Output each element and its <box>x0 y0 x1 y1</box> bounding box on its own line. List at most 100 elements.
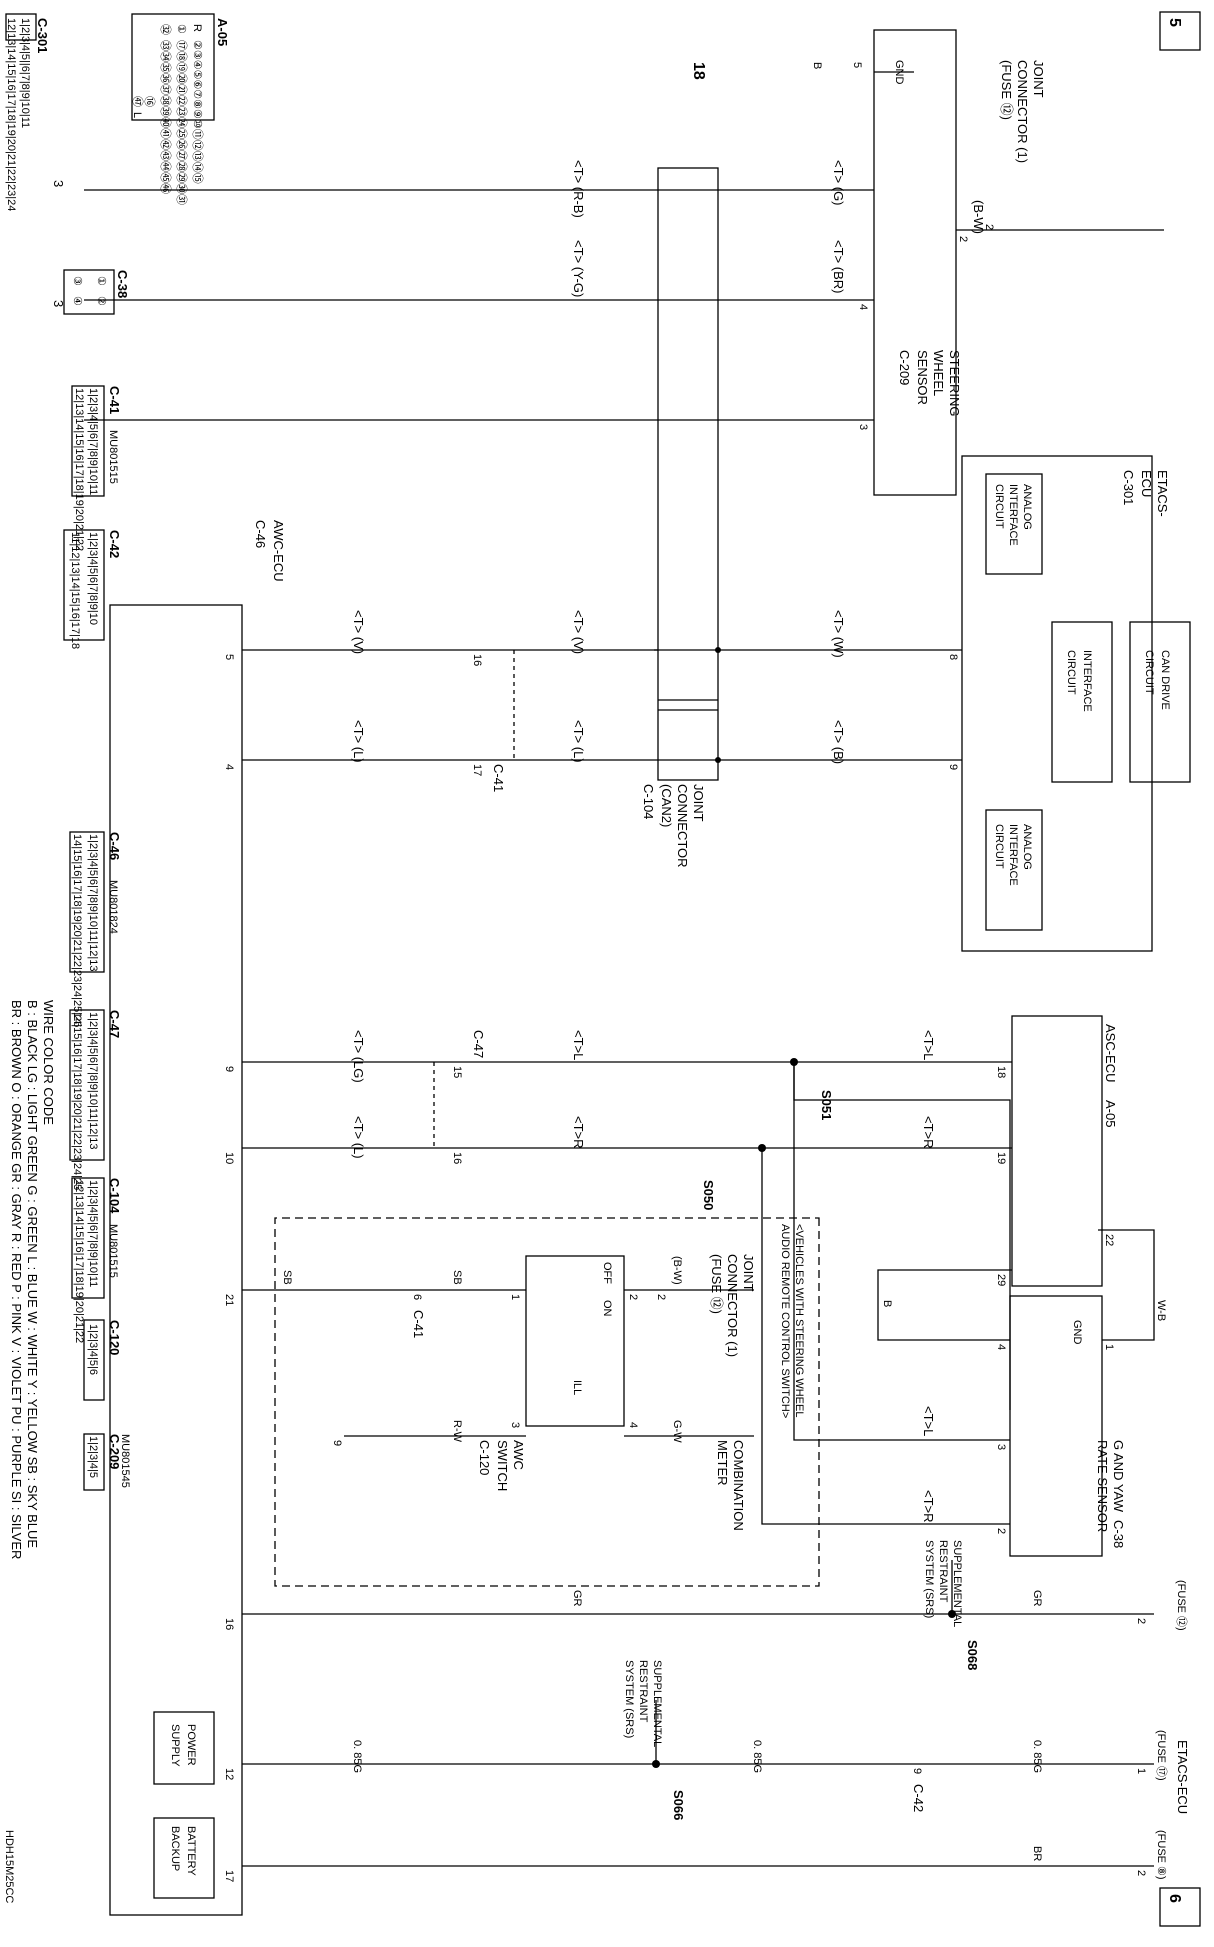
legend-c41-id: C-41 <box>107 386 122 414</box>
gyaw-tr: <T>R <box>921 1490 936 1523</box>
wire-label-085g-2: 0. 85G <box>751 1740 763 1773</box>
jc1b-pin: 2 <box>655 1294 667 1300</box>
wire-label-sb-2: SB <box>281 1270 293 1285</box>
wire-label-t-lg: <T> (LG) <box>351 1030 366 1083</box>
pin-6: 6 <box>411 1294 423 1300</box>
legend-c46-id: C-46 <box>107 832 122 860</box>
legend-c46-row-1: 14|15|16|17|18|19|20|21|22|23|24|25|26 <box>71 834 83 1027</box>
wire-label-t-l3: <T> (L) <box>351 1116 366 1159</box>
legend-a05-left-1: ① <box>175 24 187 34</box>
wire-b-asc-gyaw <box>877 1269 1012 1341</box>
gyaw-tl: <T>L <box>921 1406 936 1436</box>
legend-c38-pin-1: ① <box>95 276 107 286</box>
sws-pin-4: 4 <box>857 304 869 310</box>
sws-gnd-id: 18 <box>690 62 707 80</box>
power-supply-line-2: SUPPLY <box>169 1724 181 1767</box>
fuse-12-label: (FUSE ⑫) <box>1175 1580 1188 1631</box>
splice-s068: S068 <box>965 1640 980 1670</box>
awc-pin-4: 4 <box>223 764 235 770</box>
wire-label-085g-1: 0. 85G <box>1031 1740 1043 1773</box>
legend-c301-row-1: 12|13|14|15|16|17|18|19|20|21|22|23|24 <box>5 18 17 211</box>
legend-c120-box <box>83 1319 105 1401</box>
can-drive-line-2: CIRCUIT <box>1143 650 1155 695</box>
wire-label-br: BR <box>1031 1846 1043 1861</box>
awc-pin-21: 21 <box>223 1294 235 1306</box>
legend-c42-box <box>63 529 105 641</box>
image-code: HDH15M25CC <box>3 1830 15 1903</box>
meter-wire-gw: G-W <box>671 1420 683 1443</box>
jc1b-line-2: CONNECTOR (1) <box>725 1254 740 1357</box>
wire-label-085g-3: 0. 85G <box>351 1740 363 1773</box>
srs2-line-1: SUPPLEMENTAL <box>651 1660 663 1747</box>
jc1-line-3: (FUSE ⑫) <box>999 60 1014 120</box>
srs2-line-2: RESTRAINT <box>637 1660 649 1723</box>
legend-a05-id: A-05 <box>215 18 230 46</box>
splice-dot-s066 <box>652 1760 660 1768</box>
sws-line-3: SENSOR <box>915 350 930 405</box>
splice-dot-s050 <box>758 1144 766 1152</box>
joint-connector-can2-box <box>657 167 719 781</box>
wire-color-code-line-1: B : BLACK LG : LIGHT GREEN G : GREEN L :… <box>25 1000 40 1548</box>
legend-c41-part: MU801515 <box>107 430 119 484</box>
analog1-line-1: ANALOG <box>1021 484 1033 530</box>
jc1-line-1: JOINT <box>1031 60 1046 98</box>
analog2-line-3: CIRCUIT <box>993 824 1005 869</box>
legend-c47-row-1: 14|15|16|17|18|19|20|21|22|23|24|25 <box>71 1012 83 1190</box>
awc-switch-on: ON <box>601 1300 613 1317</box>
legend-c46-box <box>69 831 105 973</box>
legend-c38-box <box>63 269 115 315</box>
asc-pin-19: 19 <box>995 1152 1007 1164</box>
awc-switch-pin-3: 3 <box>509 1422 521 1428</box>
jc1-wire: (B-W) <box>971 200 986 234</box>
awc-pin-9: 9 <box>223 1066 235 1072</box>
sws-gnd-pin: 5 <box>851 62 863 68</box>
srs1-line-1: SUPPLEMENTAL <box>951 1540 963 1627</box>
battery-backup-line-1: BATTERY <box>185 1826 197 1876</box>
jc-can2-line-2: CONNECTOR <box>675 784 690 868</box>
awc-switch-ill: ILL <box>571 1380 583 1395</box>
legend-c46-row-0: 1|2|3|4|5|6|7|8|9|10|11|12|13 <box>87 834 99 971</box>
conn-ref-c42: C-42 <box>911 1784 926 1812</box>
splice-s050: S050 <box>701 1180 716 1210</box>
legend-a05-row-1: ⑰⑱⑲⑳㉑㉒㉓㉔㉕㉖㉗㉘㉙㉚㉛ <box>175 40 188 205</box>
legend-c47-id: C-47 <box>107 1010 122 1038</box>
gyaw-pin-3: 3 <box>995 1444 1007 1450</box>
legend-c38-id: C-38 <box>115 270 130 298</box>
conn-ref-c47: C-47 <box>471 1030 486 1058</box>
analog1-line-2: INTERFACE <box>1007 484 1019 546</box>
splice-s051: S051 <box>819 1090 834 1120</box>
conn-ref-c41-b: C-41 <box>411 1310 426 1338</box>
fuse-8-label: (FUSE ⑧) <box>1155 1830 1167 1880</box>
analog-interface-box-1 <box>985 473 1043 575</box>
legend-c47-box <box>69 1009 105 1161</box>
legend-a05-right-0: ⑯ <box>143 96 156 107</box>
legend-c104-part: MU801515 <box>107 1224 119 1278</box>
legend-a05-right-1: ㊼ <box>131 96 144 107</box>
pin-15: 15 <box>451 1066 463 1078</box>
page-marker-top: 5 <box>1166 18 1183 27</box>
wire-label-gr-2: GR <box>571 1590 583 1607</box>
meter-pin: 9 <box>331 1440 343 1446</box>
awc-ecu-box <box>109 604 243 1916</box>
srs2-line-3: SYSTEM (SRS) <box>623 1660 635 1738</box>
jc1b-line-1: JOINT <box>741 1254 756 1292</box>
etacs-pin-br: 2 <box>1135 1870 1147 1876</box>
option-dashed-box <box>274 1217 820 1587</box>
jc1b-wire: (B-W) <box>671 1256 683 1285</box>
wire-color-code-line-2: BR : BROWN O : ORANGE GR : GRAY R : RED … <box>9 1000 24 1559</box>
page-marker-top-box <box>1159 11 1201 51</box>
wire-label-t-v1: <T> (V) <box>571 610 586 654</box>
asc-tr: <T>R <box>921 1116 936 1149</box>
legend-c38-pin-2: ② <box>95 296 107 306</box>
asc-ecu-ref: A-05 <box>1103 1100 1118 1127</box>
legend-a05-left-0: R <box>191 24 203 32</box>
splice-dot-s051 <box>790 1058 798 1066</box>
gyaw-pin-1: 1 <box>1103 1344 1115 1350</box>
battery-backup-line-2: BACKUP <box>169 1826 181 1871</box>
wire-label-sb-1: SB <box>451 1270 463 1285</box>
awc-pin-12: 12 <box>223 1768 235 1780</box>
gyaw-pin-2: 2 <box>995 1528 1007 1534</box>
wire-wb-asc-gyaw <box>1098 1229 1155 1341</box>
